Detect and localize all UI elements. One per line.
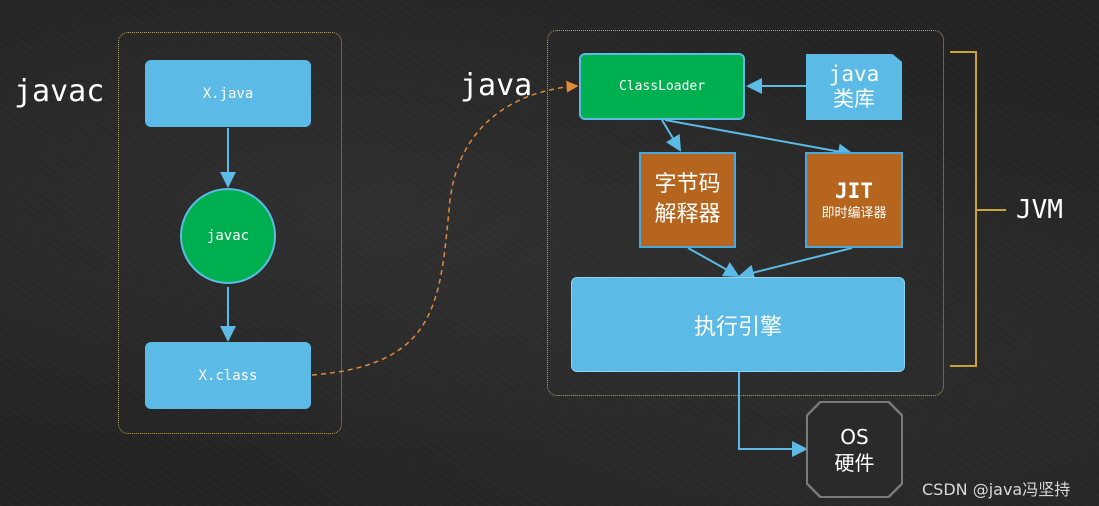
os-hardware-node: OS 硬件 — [808, 403, 901, 496]
java-library-node: java 类库 — [806, 54, 902, 120]
java-library-line2: 类库 — [833, 87, 875, 111]
x-class-node: X.class — [145, 342, 311, 409]
dashed-arrow-xclass-to-classloader — [311, 80, 579, 376]
java-library-line1: java — [828, 62, 880, 86]
arrow-jit-to-engine — [738, 247, 853, 281]
javac-title: javac — [14, 74, 105, 109]
bytecode-interpreter-node: 字节码 解释器 — [639, 152, 736, 248]
interpreter-line2: 解释器 — [654, 202, 721, 227]
interpreter-line1: 字节码 — [654, 172, 721, 197]
compile-frame — [118, 32, 342, 434]
watermark: CSDN @java冯坚持 — [922, 480, 1071, 499]
jit-line2: 即时编译器 — [821, 206, 887, 221]
jit-compiler-node: JIT 即时编译器 — [805, 152, 903, 248]
arrow-classloader-to-jit — [664, 119, 854, 160]
x-java-node: X.java — [145, 60, 311, 127]
jvm-bracket — [950, 51, 977, 367]
arrow-interpreter-to-engine — [687, 247, 740, 277]
jit-line1: JIT — [835, 179, 873, 203]
execution-engine-node: 执行引擎 — [571, 277, 905, 372]
os-line2: 硬件 — [834, 450, 875, 475]
runtime-frame — [547, 30, 944, 396]
arrow-engine-to-os — [738, 372, 808, 457]
jvm-label: JVM — [1016, 195, 1063, 225]
javac-compiler-node: javac — [180, 188, 276, 284]
java-title: java — [460, 68, 533, 103]
classloader-node: ClassLoader — [579, 53, 745, 120]
arrow-classloader-to-interpreter — [661, 119, 682, 152]
os-line1: OS — [840, 424, 869, 449]
